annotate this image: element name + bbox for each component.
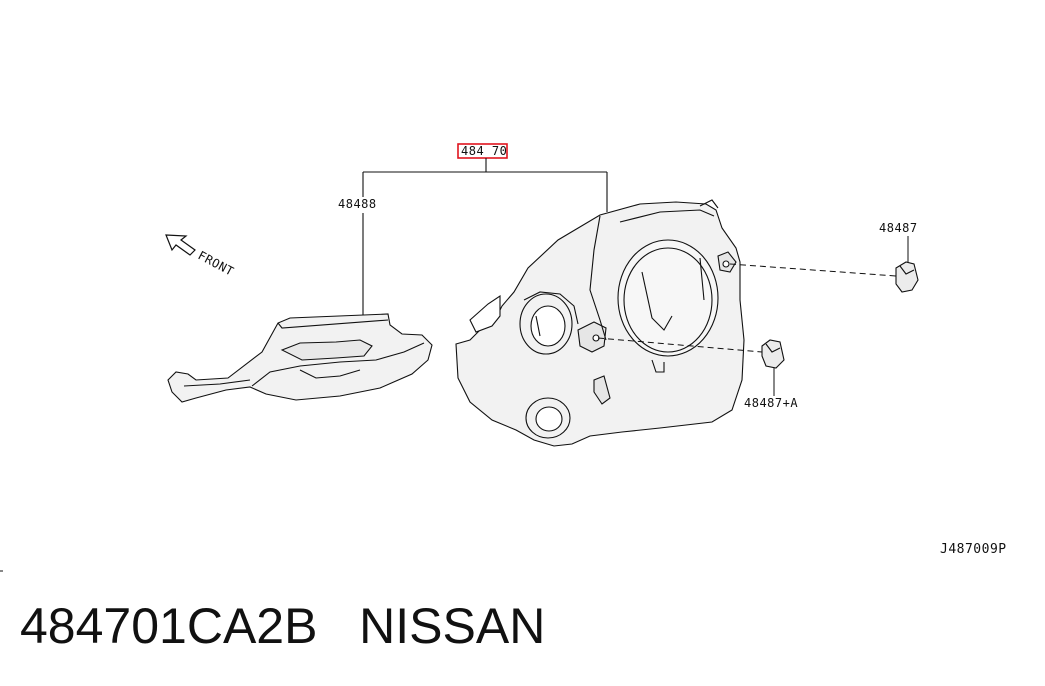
- clip-upper-part[interactable]: [895, 261, 919, 293]
- front-arrow-label: FRONT: [196, 248, 237, 278]
- highlighted-part-box[interactable]: [457, 143, 508, 159]
- part-number: 484701CA2B: [20, 598, 318, 654]
- upper-column-cover[interactable]: [455, 199, 745, 447]
- caption-spacer: [317, 598, 359, 654]
- clip-leaders: [597, 263, 897, 353]
- front-arrow-icon: [165, 234, 196, 256]
- lower-column-cover[interactable]: [167, 313, 433, 403]
- clip-lower-label[interactable]: 48487+A: [744, 396, 798, 410]
- leader-bracket: [362, 158, 608, 316]
- part-caption: 484701CA2B NISSAN: [20, 596, 545, 656]
- clip-lower-part[interactable]: [761, 339, 785, 369]
- highlighted-part-label[interactable]: 484 70: [461, 144, 507, 158]
- diagram-reference-code: J487009P: [940, 542, 1007, 557]
- lower-cover-label[interactable]: 48488: [338, 197, 377, 211]
- clip-upper-label[interactable]: 48487: [879, 221, 918, 235]
- brand-name: NISSAN: [359, 598, 546, 654]
